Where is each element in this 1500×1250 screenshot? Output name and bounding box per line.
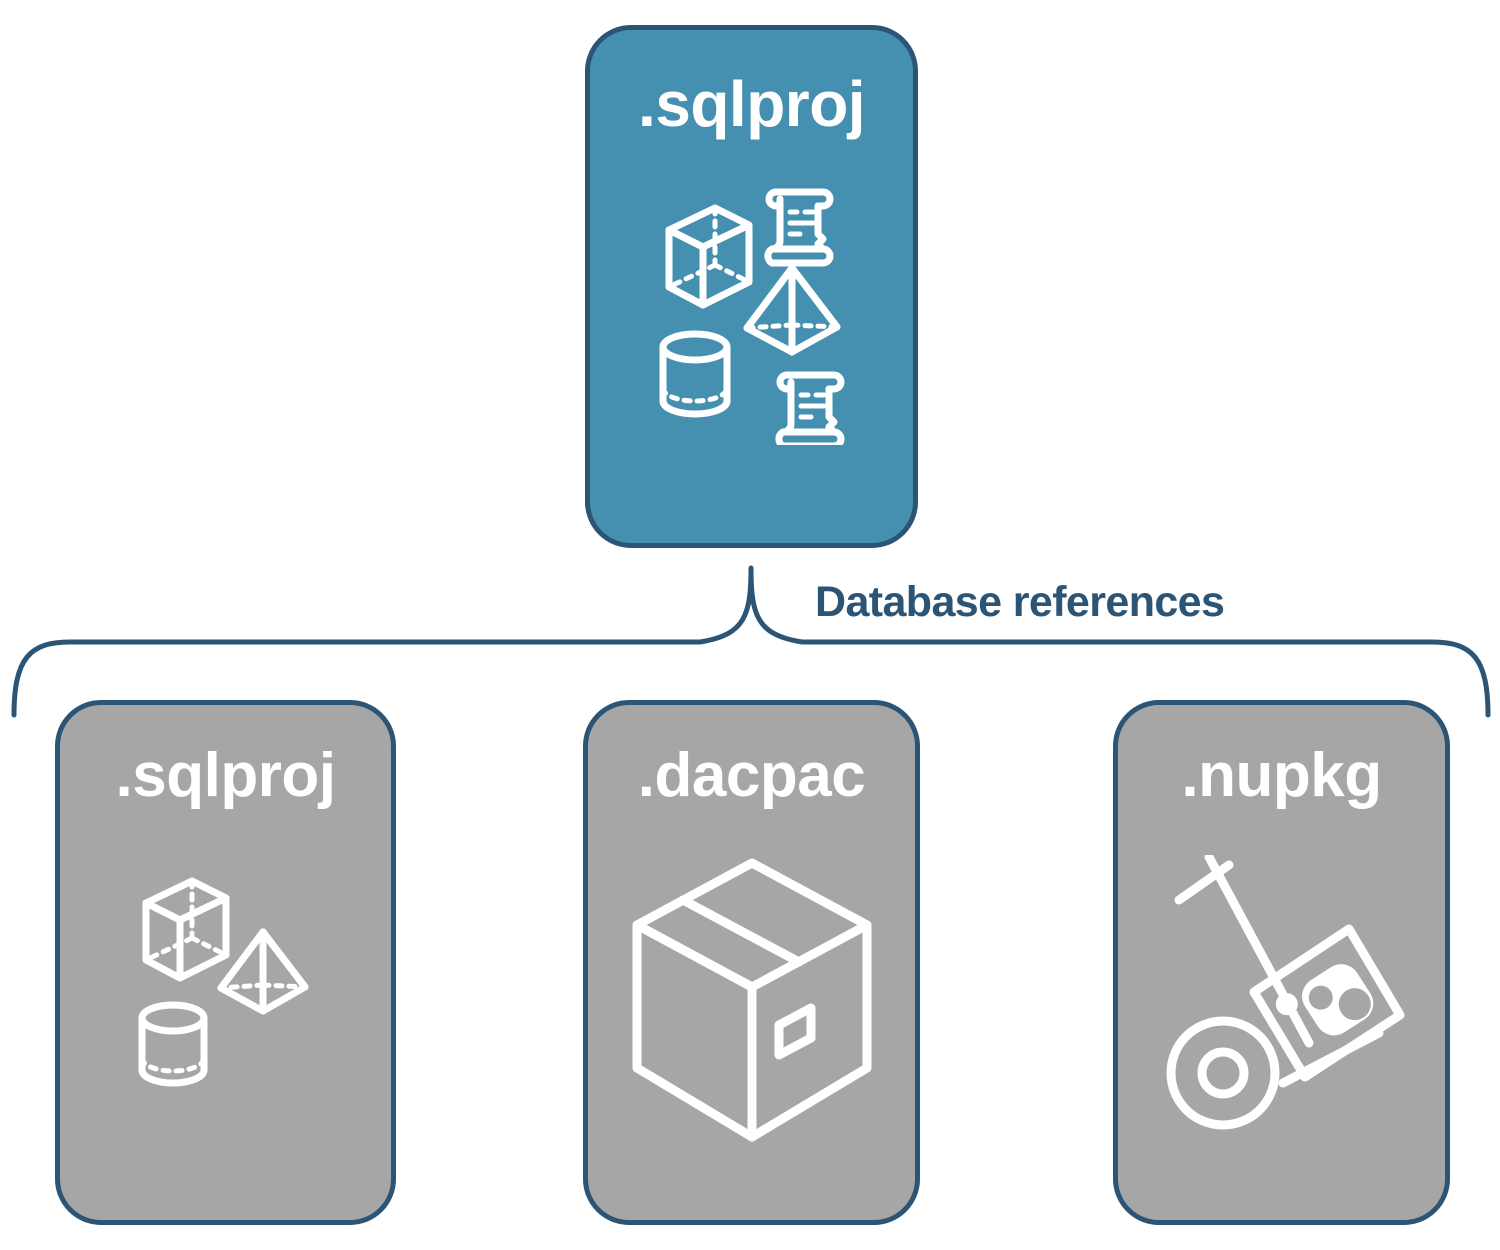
script-scroll-icon: [763, 188, 833, 267]
script-scroll-icon: [774, 371, 844, 445]
root-node-icon-group: [590, 170, 913, 450]
cube-wireframe-icon: [665, 204, 752, 309]
pyramid-wireframe-icon: [743, 264, 840, 356]
child-node-icon-group-dacpac: [588, 825, 915, 1175]
child-node-label-nupkg: .nupkg: [1181, 741, 1382, 810]
package-box-icon: [632, 858, 871, 1142]
child-node-dacpac[interactable]: .dacpac: [583, 700, 920, 1225]
child-node-icon-group-nupkg: [1118, 825, 1445, 1175]
cube-wireframe-icon: [142, 877, 230, 982]
database-objects-icon-cluster: [138, 877, 309, 1087]
child-node-nupkg[interactable]: .nupkg: [1113, 700, 1450, 1225]
child-node-label-sqlproj: .sqlproj: [115, 741, 336, 810]
cylinder-wireframe-icon: [138, 1001, 208, 1087]
pyramid-wireframe-icon: [217, 928, 309, 1015]
cylinder-wireframe-icon: [659, 330, 730, 418]
child-node-label-dacpac: .dacpac: [637, 741, 866, 810]
database-objects-icon-cluster: [659, 188, 844, 445]
child-node-sqlproj[interactable]: .sqlproj: [55, 700, 396, 1225]
root-node-sqlproj[interactable]: .sqlproj: [585, 25, 918, 548]
connector-label: Database references: [815, 578, 1225, 626]
hand-truck-nuget-icon: [1166, 855, 1404, 1130]
root-node-label: .sqlproj: [637, 68, 866, 140]
child-node-icon-group-sqlproj: [60, 855, 391, 1115]
